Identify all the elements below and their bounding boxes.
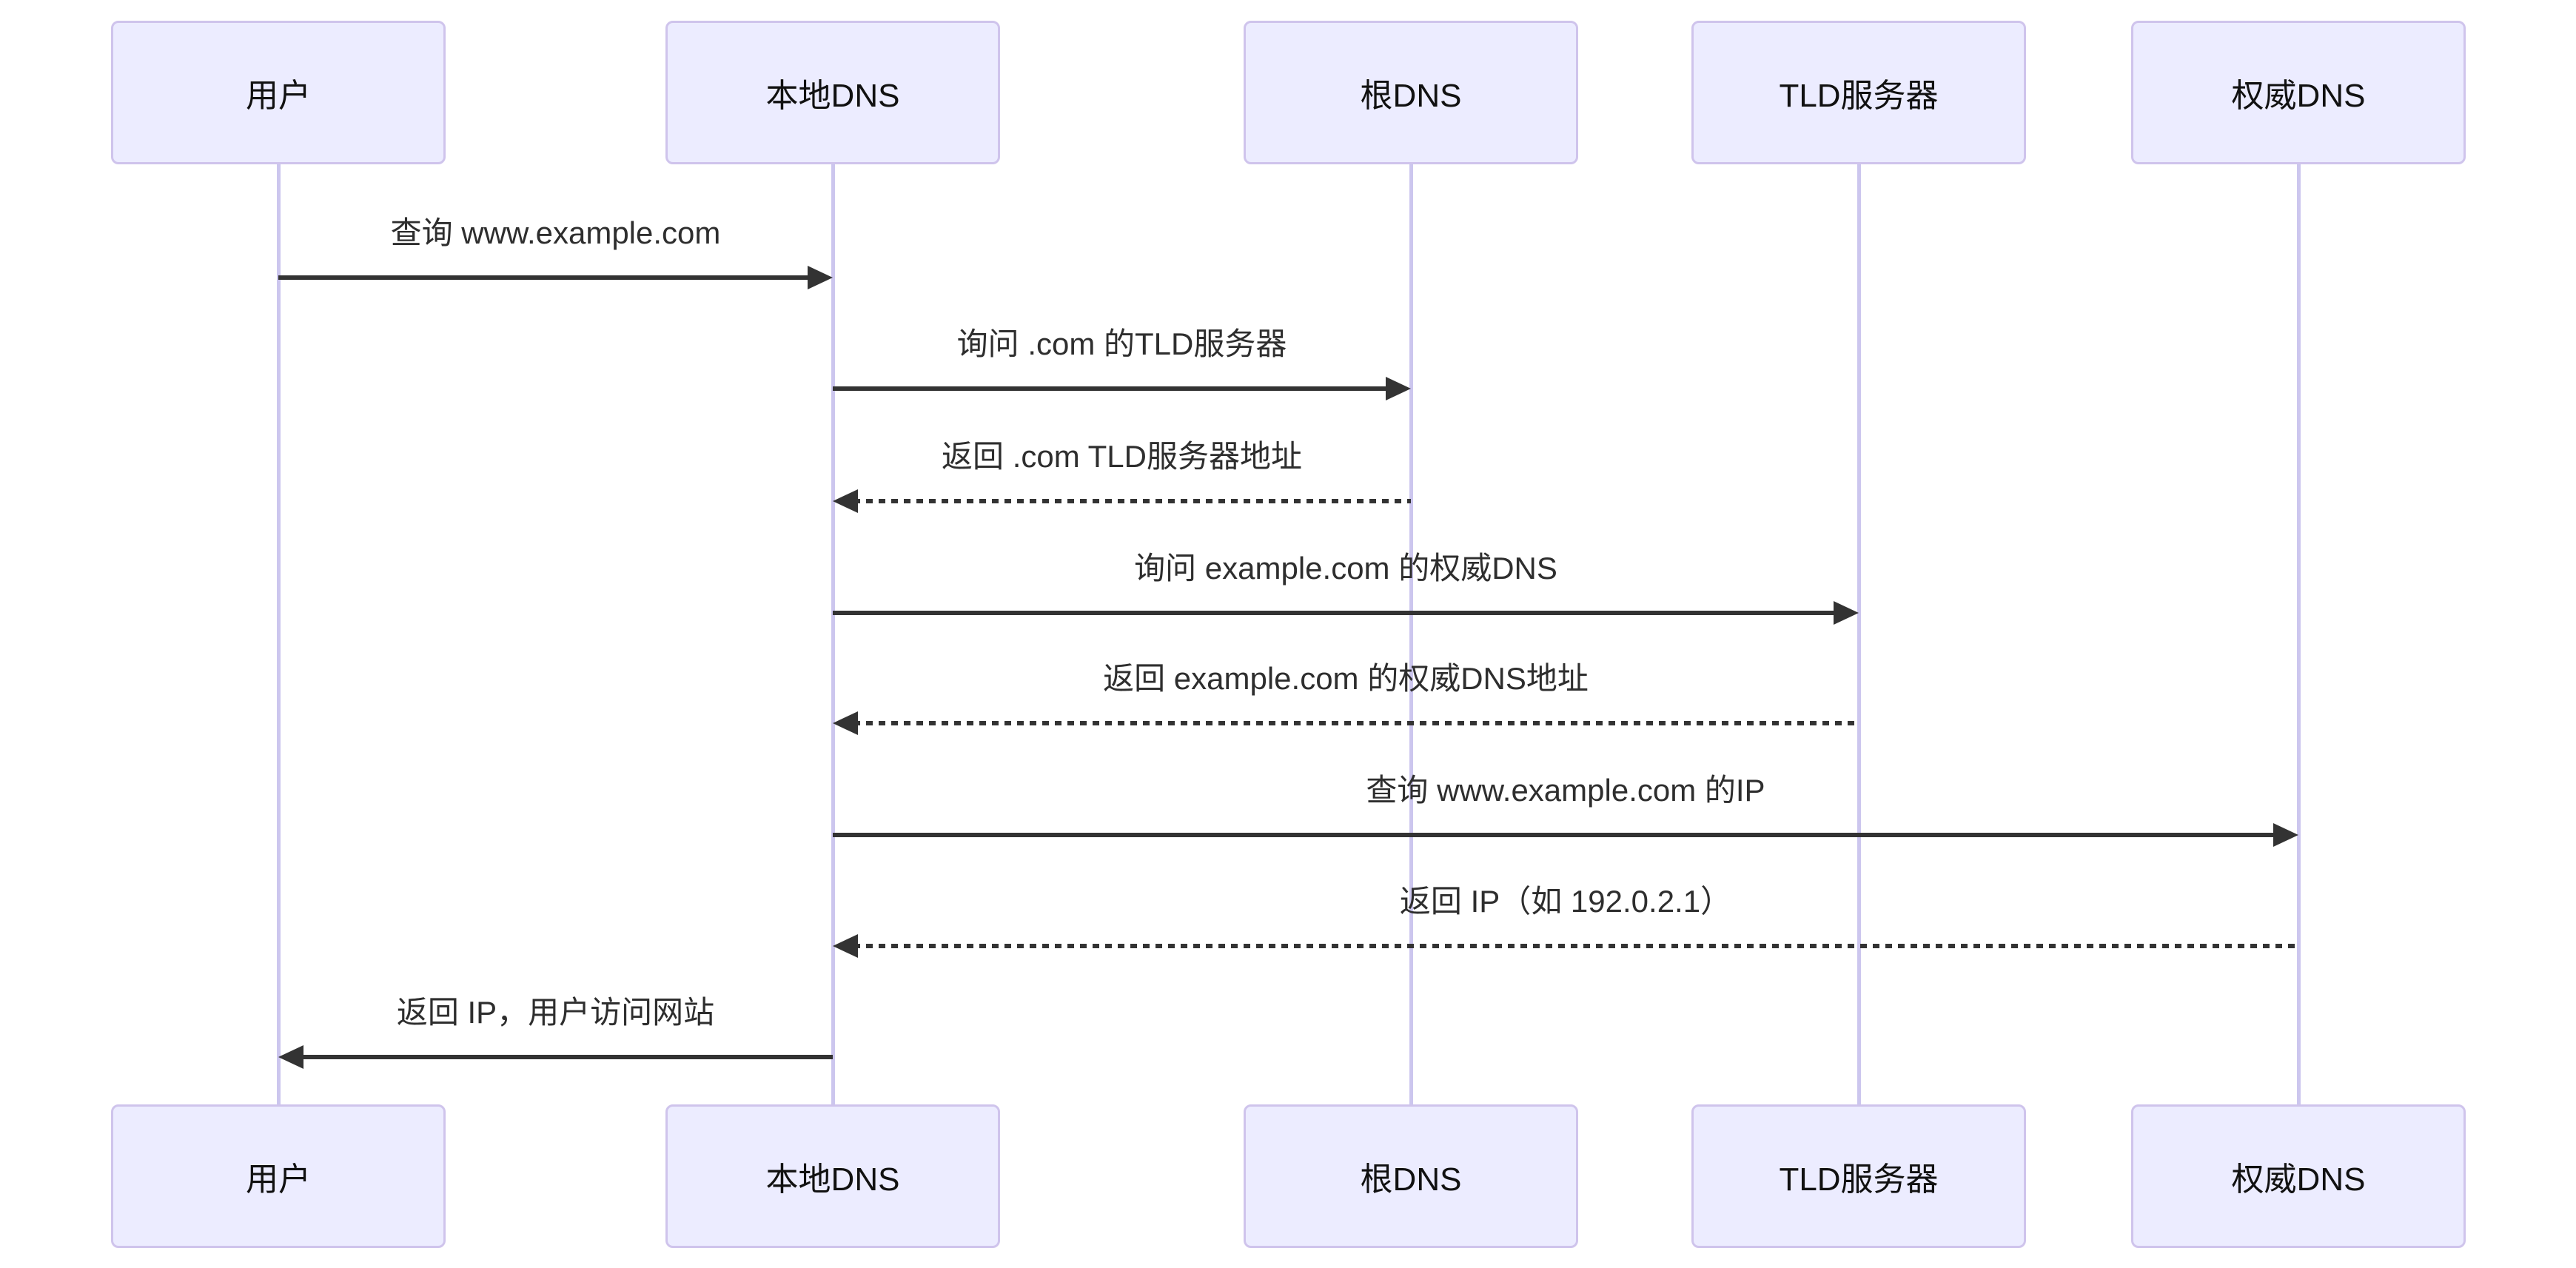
actor-box-user-bottom: 用户 <box>111 1104 446 1248</box>
actor-label-root-dns-bottom: 根DNS <box>1360 1161 1462 1198</box>
actor-label-root-dns-top: 根DNS <box>1360 78 1462 114</box>
message-label-6: 查询 www.example.com 的IP <box>1366 773 1765 808</box>
actor-label-local-dns-bottom: 本地DNS <box>765 1161 900 1198</box>
lifeline-auth-dns <box>2297 163 2301 1106</box>
actor-box-tld-server-top: TLD服务器 <box>1691 21 2026 164</box>
message-label-4: 询问 example.com 的权威DNS <box>1134 551 1557 586</box>
arrowhead-icon-6 <box>2273 823 2298 847</box>
message-line-3 <box>853 499 1411 503</box>
actor-label-auth-dns-top: 权威DNS <box>2231 78 2366 114</box>
lifeline-local-dns <box>831 163 835 1106</box>
arrowhead-icon-8 <box>278 1045 303 1069</box>
message-label-1: 查询 www.example.com <box>390 215 721 250</box>
actor-label-user-top: 用户 <box>246 78 311 114</box>
arrowhead-icon-4 <box>1834 601 1859 625</box>
actor-box-local-dns-top: 本地DNS <box>665 21 1000 164</box>
message-line-8 <box>299 1055 833 1059</box>
message-line-5 <box>853 721 1859 725</box>
actor-label-tld-server-bottom: TLD服务器 <box>1779 1161 1939 1198</box>
actor-label-local-dns-top: 本地DNS <box>765 78 900 114</box>
message-line-6 <box>833 833 2278 837</box>
lifeline-user <box>277 163 281 1106</box>
message-line-1 <box>278 275 812 280</box>
message-line-7 <box>853 944 2298 948</box>
arrowhead-icon-7 <box>833 934 858 958</box>
message-label-5: 返回 example.com 的权威DNS地址 <box>1103 661 1589 696</box>
message-line-2 <box>833 386 1390 391</box>
message-label-2: 询问 .com 的TLD服务器 <box>956 326 1287 361</box>
lifeline-root-dns <box>1409 163 1413 1106</box>
arrowhead-icon-5 <box>833 711 858 735</box>
actor-box-root-dns-bottom: 根DNS <box>1244 1104 1578 1248</box>
actor-label-auth-dns-bottom: 权威DNS <box>2231 1161 2366 1198</box>
actor-label-user-bottom: 用户 <box>246 1161 311 1198</box>
message-label-7: 返回 IP（如 192.0.2.1） <box>1399 884 1732 919</box>
actor-box-root-dns-top: 根DNS <box>1244 21 1578 164</box>
actor-box-local-dns-bottom: 本地DNS <box>665 1104 1000 1248</box>
message-label-8: 返回 IP，用户访问网站 <box>396 995 715 1030</box>
actor-box-tld-server-bottom: TLD服务器 <box>1691 1104 2026 1248</box>
arrowhead-icon-2 <box>1386 377 1411 400</box>
actor-box-user-top: 用户 <box>111 21 446 164</box>
actor-box-auth-dns-bottom: 权威DNS <box>2131 1104 2466 1248</box>
actor-box-auth-dns-top: 权威DNS <box>2131 21 2466 164</box>
arrowhead-icon-1 <box>808 266 833 289</box>
actor-label-tld-server-top: TLD服务器 <box>1779 78 1939 114</box>
lifeline-tld-server <box>1857 163 1861 1106</box>
message-line-4 <box>833 611 1838 615</box>
message-label-3: 返回 .com TLD服务器地址 <box>942 439 1302 474</box>
arrowhead-icon-3 <box>833 489 858 513</box>
